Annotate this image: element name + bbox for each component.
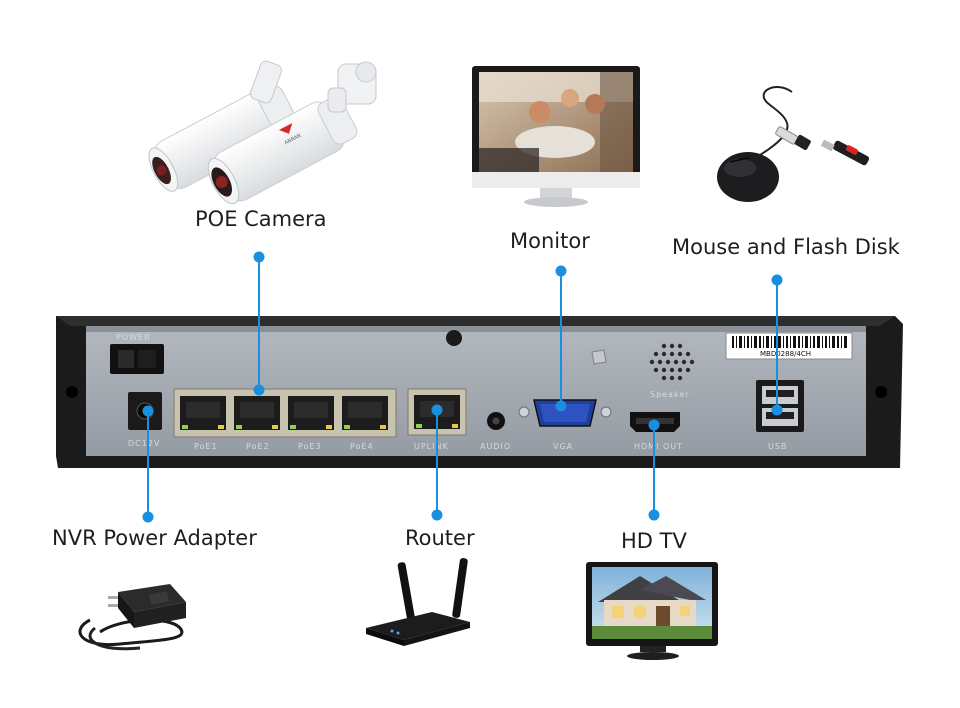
poe-port-label-2: PoE2 — [246, 442, 270, 451]
mouse-flash-image — [717, 87, 870, 202]
label-mouse-flash-disk: Mouse and Flash Disk — [672, 235, 900, 259]
poe-port-label-4: PoE4 — [350, 442, 374, 451]
model-number: MBD0288/4CH — [760, 350, 811, 358]
connector-dot-router — [433, 511, 442, 520]
speaker-label: Speaker — [650, 390, 690, 399]
power-adapter-image — [80, 584, 186, 649]
router-image — [366, 558, 470, 646]
connector-dot-poe-camera — [255, 253, 264, 262]
hdmi-label: HDMI OUT — [634, 442, 683, 451]
connector-dot-usb — [773, 276, 782, 285]
connector-dot-hdtv — [650, 511, 659, 520]
poe-port-1[interactable] — [180, 396, 226, 430]
vga-label: VGA — [553, 442, 573, 451]
uplink-label: UPLINK — [414, 442, 449, 451]
poe-port-label-3: PoE3 — [298, 442, 322, 451]
nvr-device: POWER DC12V PoE1 — [56, 316, 903, 468]
connector-dot-monitor — [557, 267, 566, 276]
label-router: Router — [405, 526, 475, 550]
monitor-image — [472, 66, 640, 207]
poe-port-4[interactable] — [342, 396, 388, 430]
poe-port-label-1: PoE1 — [194, 442, 218, 451]
label-monitor: Monitor — [510, 229, 590, 253]
audio-label: AUDIO — [480, 442, 511, 451]
dc-label: DC12V — [128, 439, 160, 448]
model-sticker: MBD0288/4CH — [726, 333, 852, 359]
connector-dot-power — [144, 513, 153, 522]
usb-label: USB — [768, 442, 787, 451]
label-power-adapter: NVR Power Adapter — [52, 526, 257, 550]
power-switch-label: POWER — [116, 333, 151, 342]
poe-camera-image: ANRAN — [142, 59, 376, 210]
label-hd-tv: HD TV — [621, 529, 687, 553]
label-poe-camera: POE Camera — [195, 207, 327, 231]
poe-port-3[interactable] — [288, 396, 334, 430]
hd-tv-image — [586, 562, 718, 660]
poe-port-2[interactable] — [234, 396, 280, 430]
